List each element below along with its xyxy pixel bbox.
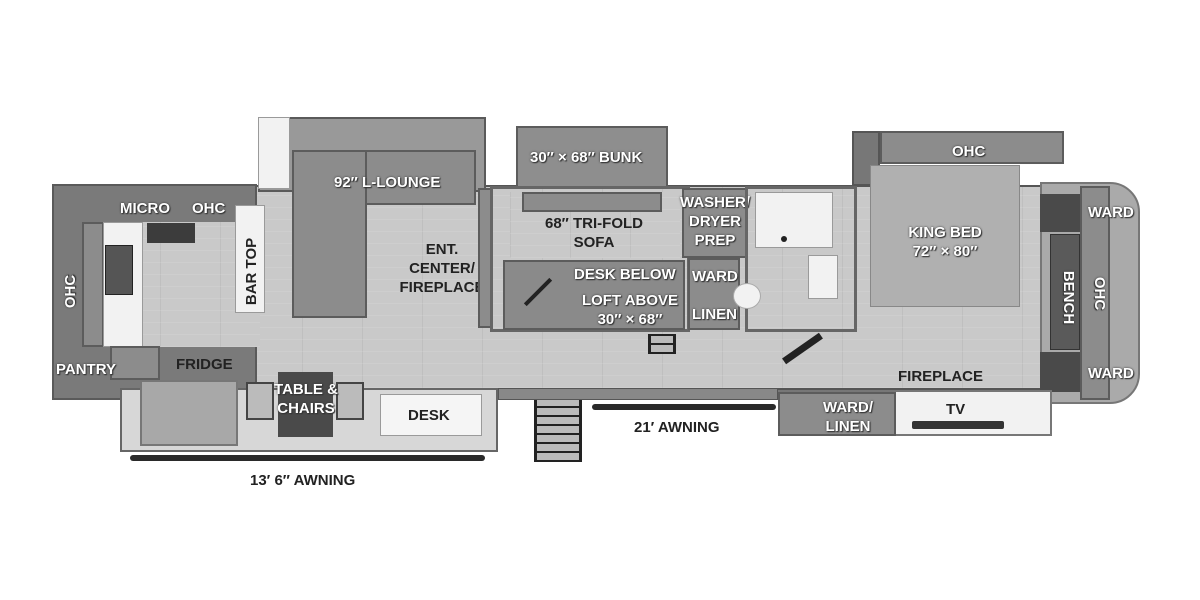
loft-stairs[interactable] [648, 334, 676, 354]
entry-stairs[interactable] [534, 400, 582, 462]
l-lounge-label: 92″ L-LOUNGE [334, 174, 441, 191]
fridge-label: FRIDGE [176, 356, 233, 373]
tri-fold-sofa [522, 192, 662, 212]
fridge-box [140, 380, 238, 446]
chair-right [336, 382, 364, 420]
sink [105, 245, 133, 295]
linen-label: LINEN [692, 306, 737, 323]
loft-above-label: LOFT ABOVE 30″ × 68″ [581, 292, 679, 328]
rear-awning-label: 13′ 6″ AWNING [250, 472, 356, 489]
kitchen-ohc-side-label: OHC [62, 274, 80, 309]
bunk-slide [516, 126, 668, 188]
chair-left [246, 382, 274, 420]
ward-linen-closet [688, 258, 740, 330]
table-chairs-label: TABLE & CHAIRS [274, 381, 338, 417]
bar-top-counter [235, 205, 265, 313]
fireplace-label: FIREPLACE [898, 368, 984, 385]
pantry-label: PANTRY [56, 361, 116, 378]
ward-top-label: WARD [1088, 204, 1134, 221]
lounge-slide-end-left [258, 117, 290, 189]
ward-linen-label: WARD/ LINEN [823, 399, 873, 435]
desk-label: DESK [408, 407, 450, 424]
shower-drain [781, 236, 787, 242]
bedroom-ohc-label: OHC [952, 143, 986, 160]
main-awning-label: 21′ AWNING [634, 419, 720, 436]
ward-bottom-label: WARD [1088, 365, 1134, 382]
bath-sink [808, 255, 838, 299]
desk-below-label: DESK BELOW [574, 266, 676, 283]
main-awning-rail [592, 404, 776, 410]
bedroom-ohc [880, 131, 1064, 164]
washer-dryer-closet [682, 188, 748, 258]
shower [755, 192, 833, 248]
tv-label: TV [946, 401, 966, 418]
tv [912, 421, 1004, 429]
ward-bottom-cabinet [1040, 352, 1080, 392]
ward-label: WARD [692, 268, 738, 285]
bunk-label: 30″ × 68″ BUNK [530, 149, 643, 166]
ward-top-cabinet [1040, 194, 1080, 232]
cooktop [147, 223, 195, 243]
rear-awning-rail [130, 455, 485, 461]
l-lounge-side [292, 150, 367, 318]
kitchen-side-cabinet [82, 222, 104, 347]
kitchen-ohc-top-label: OHC [192, 200, 226, 217]
ent-center-label: ENT. CENTER/ FIREPLACE [399, 241, 485, 296]
pantry-cabinet [110, 346, 160, 380]
table [278, 372, 333, 437]
washer-dryer-label: WASHER/ DRYER PREP [679, 194, 750, 249]
king-bed-label: KING BED 72″ × 80″ [908, 224, 982, 260]
front-ohc-label: OHC [1091, 276, 1109, 311]
front-ohc [1080, 186, 1110, 400]
desk-box [380, 394, 482, 436]
micro-label: MICRO [120, 200, 170, 217]
toilet [733, 283, 761, 309]
bench [1050, 234, 1080, 350]
bathroom-wall [745, 186, 857, 332]
tri-fold-sofa-label: 68″ TRI-FOLD SOFA [544, 215, 644, 251]
entry-step [498, 388, 778, 400]
bar-top-label: BAR TOP [243, 237, 261, 306]
king-bed [870, 165, 1020, 307]
ward-linen-cabinet [778, 392, 896, 436]
bench-label: BENCH [1060, 270, 1078, 325]
